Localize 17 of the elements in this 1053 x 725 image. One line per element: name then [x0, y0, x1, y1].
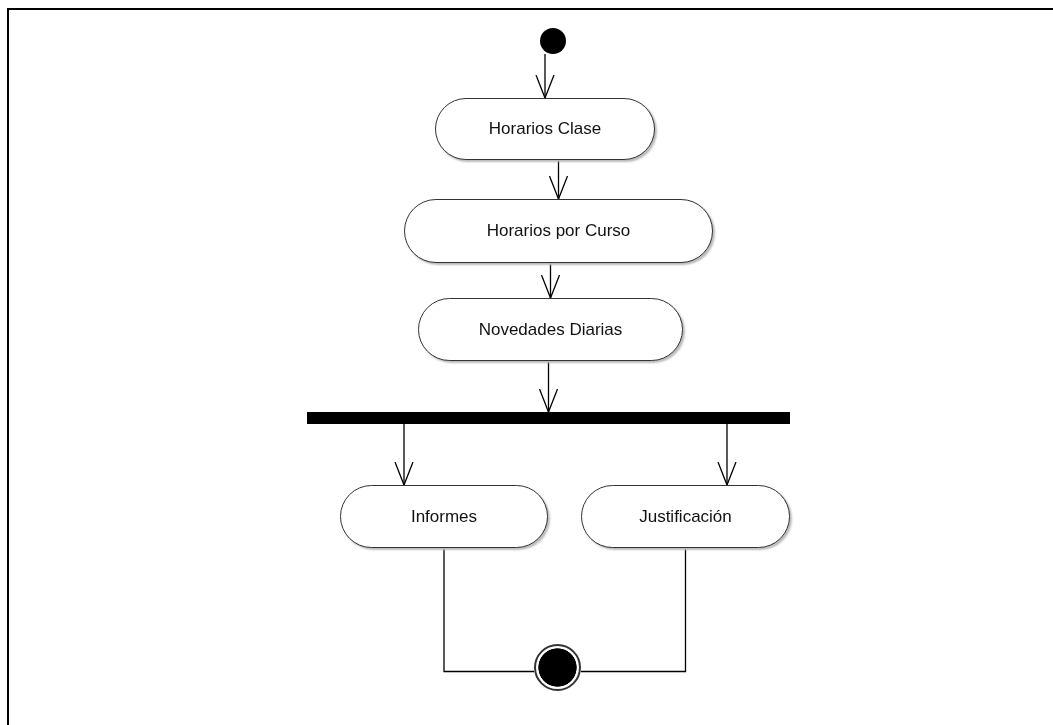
fork-bar	[307, 412, 790, 424]
activity-label: Justificación	[639, 506, 732, 527]
activity-label: Horarios por Curso	[486, 221, 631, 241]
arrow	[535, 53, 555, 99]
activity-node	[404, 199, 713, 263]
activity-node	[581, 485, 790, 548]
arrow	[540, 262, 561, 299]
activity-label: Horarios Clase	[488, 119, 602, 139]
arrow	[394, 423, 414, 486]
activity-node	[340, 485, 548, 548]
arrow	[717, 423, 737, 486]
activity-label: Novedades Diarias	[478, 319, 623, 340]
activity-node	[435, 98, 655, 160]
activity-node	[418, 298, 683, 361]
arrow	[538, 360, 559, 413]
arrow	[548, 159, 569, 200]
activity-label: Informes	[410, 506, 478, 527]
